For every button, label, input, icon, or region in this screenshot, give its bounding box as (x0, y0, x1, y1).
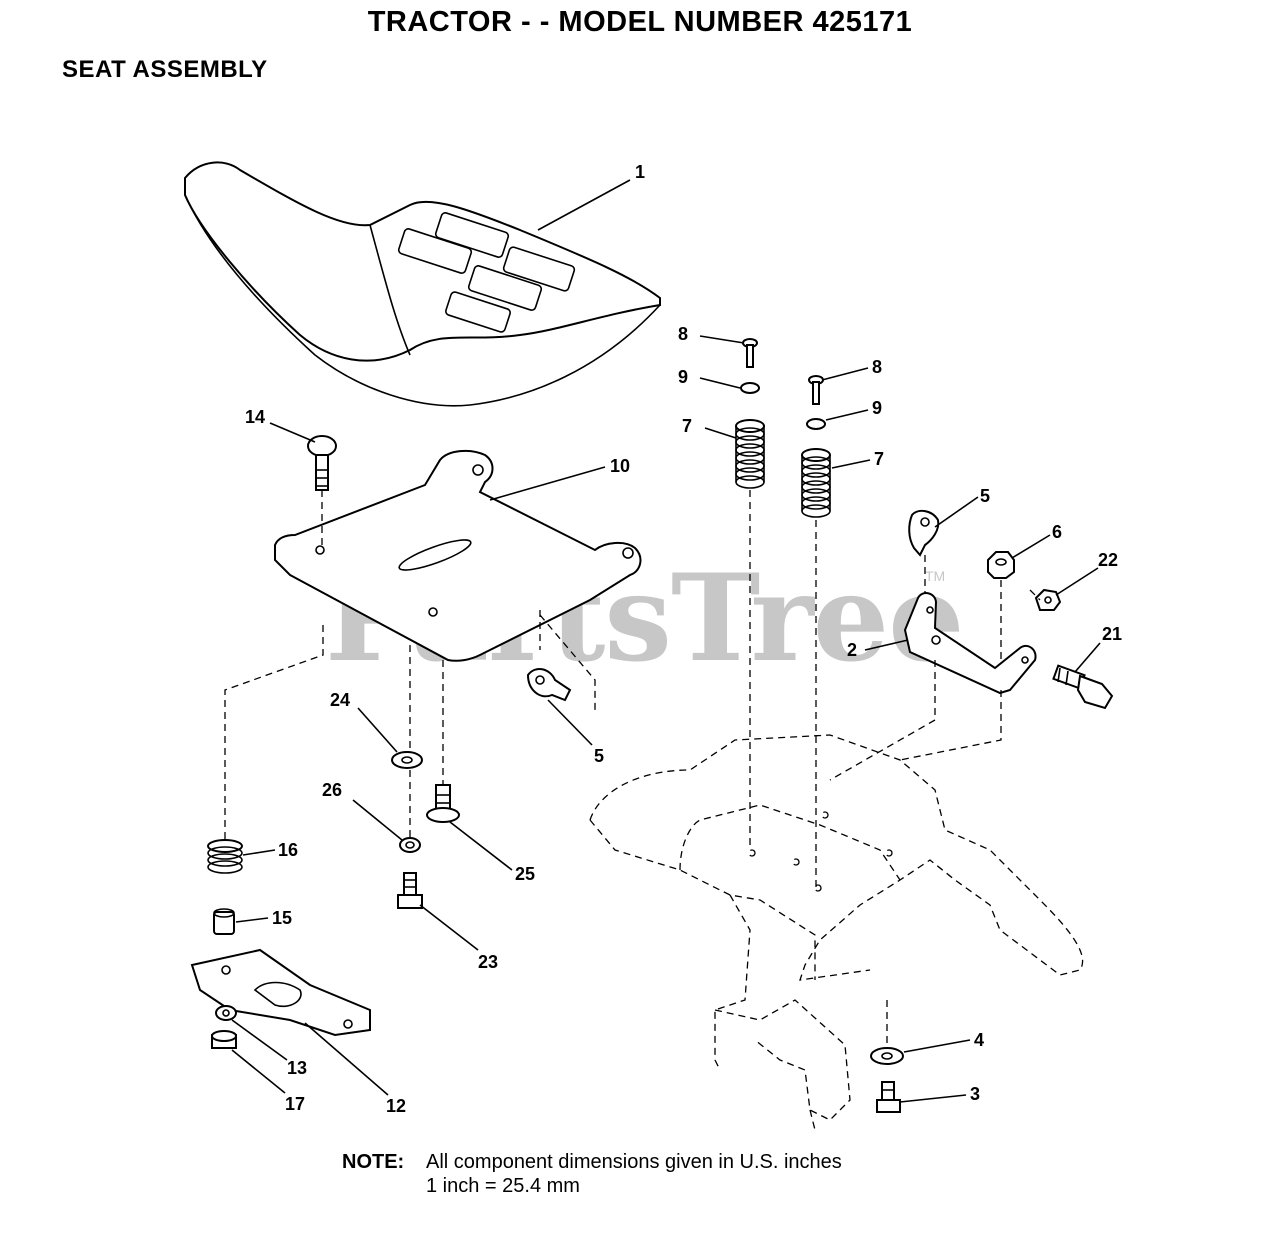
carriage-bolt-part[interactable] (307, 435, 337, 491)
callout-21: 21 (1102, 624, 1122, 644)
screw-part-8-right[interactable] (808, 375, 824, 405)
seat-part[interactable] (184, 161, 661, 407)
washer-part-9-right[interactable] (806, 418, 826, 430)
washer-part-4[interactable] (870, 1047, 904, 1065)
note-line-1: All component dimensions given in U.S. i… (426, 1151, 842, 1173)
nut-part-22[interactable] (1034, 588, 1062, 611)
callout-9-left: 9 (678, 367, 688, 387)
callout-6: 6 (1052, 522, 1062, 542)
bracket-plate-part[interactable] (190, 948, 371, 1037)
callout-8-right: 8 (872, 357, 882, 377)
hex-bolt-part-23[interactable] (397, 872, 423, 909)
callout-5-left: 5 (594, 746, 604, 766)
callout-26: 26 (322, 780, 342, 800)
callout-5-right: 5 (980, 486, 990, 506)
shoulder-bolt-part[interactable] (426, 784, 460, 823)
note-line-2: 1 inch = 25.4 mm (426, 1175, 580, 1197)
callout-23: 23 (478, 952, 498, 972)
clip-part-left[interactable] (526, 668, 572, 702)
callout-4: 4 (974, 1030, 984, 1050)
note-label: NOTE: (342, 1151, 405, 1173)
callout-2: 2 (847, 640, 857, 660)
callout-1: 1 (635, 162, 645, 182)
hex-nut-part-6[interactable] (987, 551, 1015, 579)
screw-part-8-left[interactable] (742, 338, 758, 368)
callout-25: 25 (515, 864, 535, 884)
spacer-part-15[interactable] (213, 908, 235, 935)
callout-15: 15 (272, 908, 292, 928)
callout-7-right: 7 (874, 449, 884, 469)
lockwasher-part[interactable] (399, 837, 421, 853)
watermark-trademark: TM (925, 568, 946, 584)
knob-part-5-right[interactable] (908, 509, 940, 557)
seat-pan-part[interactable] (274, 449, 642, 662)
callout-10: 10 (610, 456, 630, 476)
spring-part-7-left[interactable] (735, 419, 765, 489)
callout-16: 16 (278, 840, 298, 860)
pivot-bracket-part[interactable] (903, 592, 1037, 695)
dimension-note: NOTE: All component dimensions given in U… (342, 1150, 842, 1198)
callout-24: 24 (330, 690, 350, 710)
callout-13: 13 (287, 1058, 307, 1078)
callout-17: 17 (285, 1094, 305, 1114)
page-title: TRACTOR - - MODEL NUMBER 425171 (367, 6, 913, 38)
flange-nut-part-17[interactable] (211, 1030, 237, 1049)
shoulder-bolt-part-21[interactable] (1052, 664, 1114, 710)
callout-12: 12 (386, 1096, 406, 1116)
callout-3: 3 (970, 1084, 980, 1104)
washer-part-24[interactable] (391, 751, 423, 769)
callout-8-left: 8 (678, 324, 688, 344)
hex-bolt-part-3[interactable] (876, 1081, 901, 1113)
spring-part-16[interactable] (207, 839, 243, 874)
spring-part-7-right[interactable] (801, 448, 831, 518)
washer-part-9-left[interactable] (740, 382, 760, 394)
section-subtitle: SEAT ASSEMBLY (62, 56, 268, 83)
tractor-frame-reference (589, 660, 1084, 1131)
callout-14: 14 (245, 407, 265, 427)
callout-7-left: 7 (682, 416, 692, 436)
callout-22: 22 (1098, 550, 1118, 570)
nut-part-13[interactable] (215, 1005, 237, 1021)
callout-9-right: 9 (872, 398, 882, 418)
